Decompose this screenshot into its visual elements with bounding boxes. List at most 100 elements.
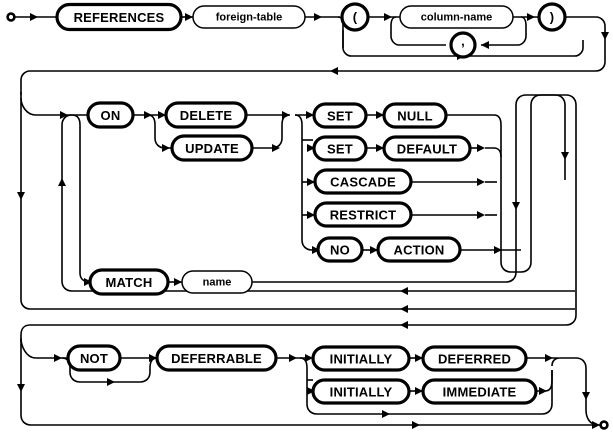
node-action: ACTION xyxy=(376,236,462,263)
arrow-icon xyxy=(158,111,166,119)
arrow-icon xyxy=(330,67,338,75)
start-marker-icon xyxy=(6,12,16,22)
node-initially-2: INITIALLY xyxy=(311,378,411,405)
rail-row1-tail xyxy=(20,16,606,95)
node-initially-1: INITIALLY xyxy=(311,345,411,372)
rail-action-spine xyxy=(294,114,320,251)
rail-comma-loop-left xyxy=(390,16,446,46)
rail-action-collector xyxy=(493,114,521,273)
rail-section2-loopback xyxy=(61,114,575,292)
arrow-icon xyxy=(370,246,378,254)
arrow-icon xyxy=(400,287,408,295)
arrow-icon xyxy=(415,387,423,395)
arrow-icon xyxy=(289,354,297,362)
node-column-name: column-name xyxy=(399,5,514,29)
rail-initially-spine xyxy=(299,357,380,415)
rail-action-collector-join-148 xyxy=(485,147,502,158)
node-default-label: DEFAULT xyxy=(397,142,457,157)
arrow-icon xyxy=(17,192,25,200)
arrow-icon xyxy=(400,321,408,329)
arrow-icon xyxy=(415,354,423,362)
node-match-label: MATCH xyxy=(106,275,153,290)
arrow-icon xyxy=(592,421,600,429)
arrow-icon xyxy=(282,111,290,119)
rail-update-merge xyxy=(252,114,290,149)
node-deferrable: DEFERRABLE xyxy=(155,344,278,372)
node-delete: DELETE xyxy=(164,101,248,129)
arrow-icon xyxy=(307,387,315,395)
rail-section2-bypass xyxy=(20,92,575,310)
node-immediate-label: IMMEDIATE xyxy=(443,385,517,400)
arrow-icon xyxy=(314,13,322,21)
rail-section2-exit xyxy=(20,140,577,342)
node-references: REFERENCES xyxy=(55,2,183,32)
node-null: NULL xyxy=(382,102,448,129)
arrow-icon xyxy=(60,111,68,119)
arrow-icon xyxy=(582,392,590,400)
arrow-icon xyxy=(306,111,314,119)
node-deferred: DEFERRED xyxy=(421,345,528,372)
node-match: MATCH xyxy=(88,268,170,296)
arrow-icon xyxy=(481,41,489,49)
node-not: NOT xyxy=(66,344,122,372)
node-deferred-label: DEFERRED xyxy=(438,352,511,367)
arrow-icon xyxy=(174,278,182,286)
arrow-icon xyxy=(272,144,280,152)
arrow-icon xyxy=(162,144,170,152)
node-name: name xyxy=(181,270,253,294)
arrow-icon xyxy=(307,211,315,219)
node-references-label: REFERENCES xyxy=(74,10,165,25)
end-marker-icon xyxy=(599,420,609,430)
node-deferrable-label: DEFERRABLE xyxy=(171,351,262,366)
arrow-icon xyxy=(545,354,553,362)
arrow-icon xyxy=(477,144,485,152)
arrow-icon xyxy=(107,378,115,386)
arrow-icon xyxy=(477,211,485,219)
arrow-icon xyxy=(400,305,408,313)
arrow-icon xyxy=(312,246,320,254)
rail-alt-split xyxy=(71,114,96,283)
node-lparen-label: ( xyxy=(353,10,358,25)
arrow-icon xyxy=(477,178,485,186)
arrow-icon xyxy=(307,178,315,186)
node-default: DEFAULT xyxy=(382,135,472,162)
arrow-icon xyxy=(601,32,609,40)
node-cascade: CASCADE xyxy=(313,168,413,195)
rail-section2-entry xyxy=(20,97,88,116)
node-no: NO xyxy=(316,236,364,263)
rail-immediate-out xyxy=(536,370,553,392)
node-name-label: name xyxy=(203,277,232,289)
node-comma-label: , xyxy=(461,34,465,49)
node-delete-label: DELETE xyxy=(180,108,233,123)
node-lparen: ( xyxy=(340,2,370,32)
arrow-icon xyxy=(307,144,315,152)
node-rparen: ) xyxy=(537,2,567,32)
node-update-label: UPDATE xyxy=(185,141,239,156)
arrow-icon xyxy=(305,354,313,362)
rail-section3-bypass xyxy=(20,340,595,426)
arrow-icon xyxy=(512,202,520,210)
arrow-icon xyxy=(539,387,547,395)
node-cascade-label: CASCADE xyxy=(330,175,396,190)
node-column-name-label: column-name xyxy=(421,12,493,24)
node-not-label: NOT xyxy=(80,351,108,366)
node-immediate: IMMEDIATE xyxy=(421,378,538,405)
rail-delete-update-split xyxy=(147,114,172,149)
node-set-1: SET xyxy=(312,102,368,129)
node-foreign-table: foreign-table xyxy=(192,5,306,29)
node-on-label: ON xyxy=(101,108,121,123)
node-set-2: SET xyxy=(312,135,368,162)
arrow-icon xyxy=(58,178,66,186)
node-null-label: NULL xyxy=(397,109,432,124)
node-foreign-table-label: foreign-table xyxy=(216,12,283,24)
node-restrict: RESTRICT xyxy=(313,201,413,228)
arrow-icon xyxy=(376,111,384,119)
node-no-label: NO xyxy=(330,243,350,258)
rail-section2-collector-2 xyxy=(554,94,566,180)
arrow-icon xyxy=(376,144,384,152)
node-set-1-label: SET xyxy=(327,109,353,124)
node-on: ON xyxy=(86,101,135,129)
arrow-icon xyxy=(149,354,157,362)
rail-section3-collector xyxy=(551,357,587,410)
